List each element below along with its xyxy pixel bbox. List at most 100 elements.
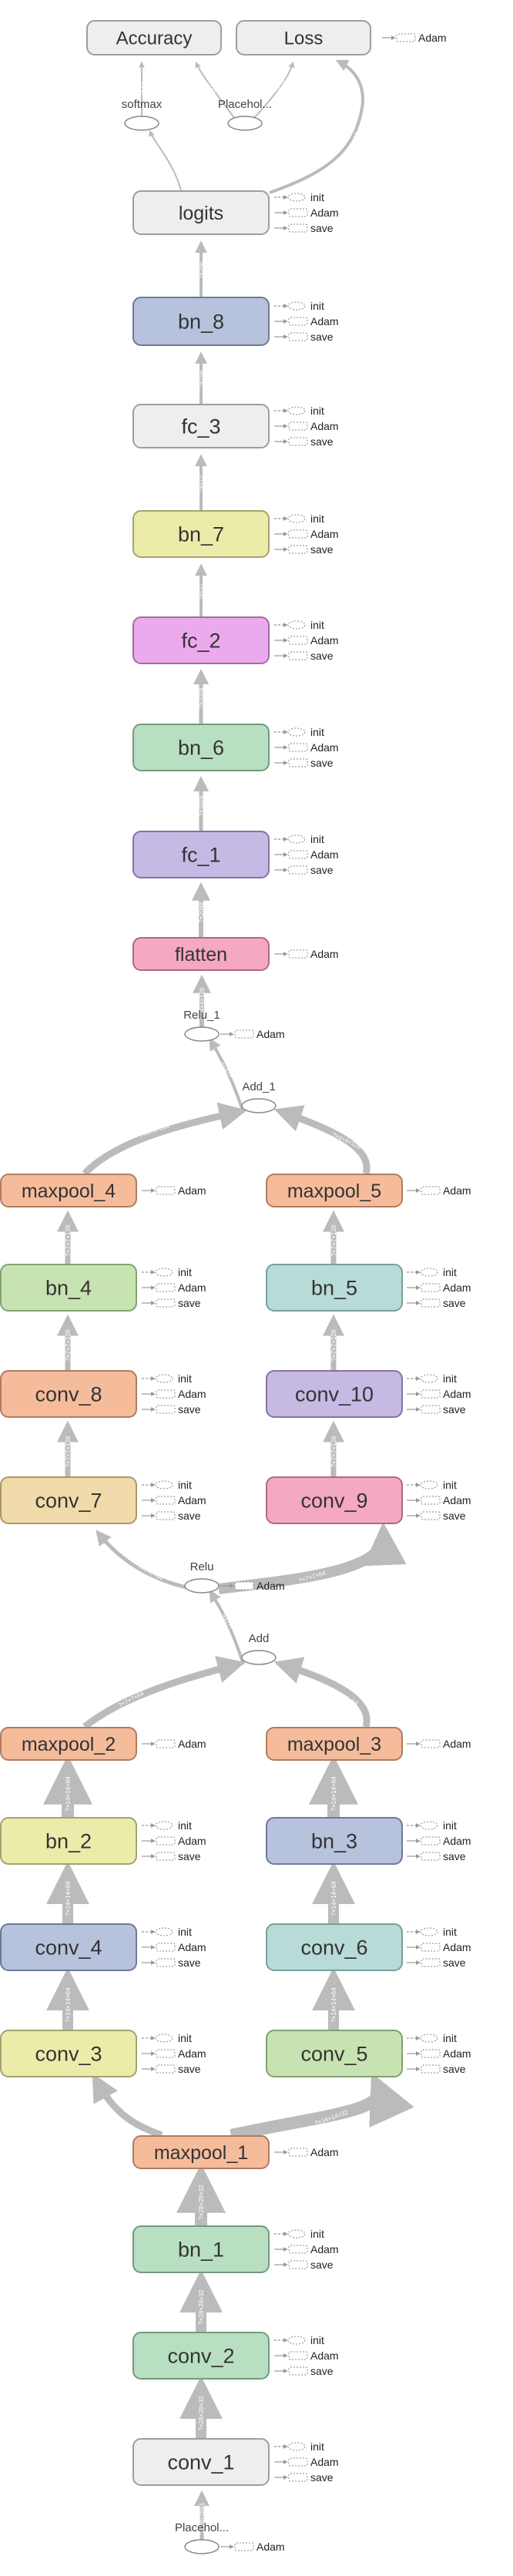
node-conv-6[interactable]: conv_6 bbox=[266, 1923, 403, 1971]
node-add[interactable]: Add bbox=[241, 1632, 277, 1665]
aux-label-init: init bbox=[310, 2440, 324, 2453]
node-bn-4[interactable]: bn_4 bbox=[0, 1264, 137, 1312]
node-box bbox=[266, 1727, 403, 1761]
placeholder-adam[interactable]: Adam bbox=[220, 2541, 285, 2553]
node-add-1[interactable]: Add_1 bbox=[241, 1080, 277, 1113]
node-maxpool-5[interactable]: maxpool_5 bbox=[266, 1174, 403, 1207]
node-label: logits bbox=[179, 203, 223, 224]
node-bn-7[interactable]: bn_7 bbox=[132, 510, 270, 558]
aux-node-icon bbox=[420, 1268, 438, 1277]
node-box bbox=[132, 297, 270, 346]
loss-adam[interactable]: Adam bbox=[382, 32, 447, 44]
node-maxpool-2[interactable]: maxpool_2 bbox=[0, 1727, 137, 1761]
maxpool_1-adam[interactable]: Adam bbox=[274, 2146, 339, 2158]
node-conv-2[interactable]: conv_2 bbox=[132, 2332, 270, 2380]
maxpool_4-adam[interactable]: Adam bbox=[142, 1184, 206, 1197]
node-conv-9[interactable]: conv_9 bbox=[266, 1476, 403, 1524]
node-label: conv_6 bbox=[300, 1936, 367, 1960]
node-accuracy[interactable]: Accuracy bbox=[86, 20, 222, 55]
maxpool_3-adam[interactable]: Adam bbox=[407, 1738, 471, 1750]
maxpool_5-adam[interactable]: Adam bbox=[407, 1184, 471, 1197]
edge-c6: ?×14×14×64 bbox=[312, 1861, 355, 1923]
node-conv-1[interactable]: conv_1 bbox=[132, 2438, 270, 2486]
aux-label-save: save bbox=[178, 1510, 201, 1522]
node-relu[interactable]: Relu bbox=[184, 1560, 220, 1594]
node-bn-5[interactable]: bn_5 bbox=[266, 1264, 403, 1312]
node-bn-2[interactable]: bn_2 bbox=[0, 1817, 137, 1865]
aux-node-icon bbox=[287, 514, 306, 523]
node-logits[interactable]: logits bbox=[132, 190, 270, 235]
aux-node-icon bbox=[420, 1927, 438, 1936]
aux-label-init: init bbox=[310, 191, 324, 203]
aux-node-icon bbox=[288, 2473, 308, 2482]
aux-label-save: save bbox=[310, 331, 334, 343]
relu_1-adam[interactable]: Adam bbox=[220, 1028, 285, 1040]
node-conv-5[interactable]: conv_5 bbox=[266, 2030, 403, 2077]
edge-line bbox=[230, 2072, 414, 2141]
aux-label-save: save bbox=[178, 1956, 201, 1969]
node-conv-10[interactable]: conv_10 bbox=[266, 1370, 403, 1418]
node-maxpool-3[interactable]: maxpool_3 bbox=[266, 1727, 403, 1761]
aux-label-save: save bbox=[310, 222, 334, 234]
node-bn-3[interactable]: bn_3 bbox=[266, 1817, 403, 1865]
node-conv-4[interactable]: conv_4 bbox=[0, 1923, 137, 1971]
aux-node-icon bbox=[288, 743, 308, 752]
edge-shape-label: ?×28×28×1 bbox=[199, 2502, 206, 2534]
node-conv-3[interactable]: conv_3 bbox=[0, 2030, 137, 2077]
node-fc-3[interactable]: fc_3 bbox=[132, 404, 270, 448]
node-bn-1[interactable]: bn_1 bbox=[132, 2225, 270, 2273]
node-placeholder-top[interactable]: Placehol... bbox=[218, 98, 272, 131]
node-maxpool-4[interactable]: maxpool_4 bbox=[0, 1174, 137, 1207]
edge-c9: ?×7×7×128 bbox=[323, 1420, 344, 1476]
node-fc-1[interactable]: fc_1 bbox=[132, 831, 270, 878]
node-box bbox=[132, 2332, 270, 2380]
aux-node-icon bbox=[288, 758, 308, 767]
node-bn-8[interactable]: bn_8 bbox=[132, 297, 270, 346]
edge-line bbox=[209, 1589, 245, 1665]
node-box bbox=[0, 1264, 137, 1312]
aux-node-icon bbox=[155, 1480, 173, 1490]
node-loss[interactable]: Loss bbox=[236, 20, 371, 55]
edge-shape-label: ?×10 bbox=[349, 131, 360, 147]
flatten-adam[interactable]: Adam bbox=[274, 948, 339, 960]
node-conv-7[interactable]: conv_7 bbox=[0, 1476, 137, 1524]
node-placeholder-bottom[interactable]: Placehol... bbox=[175, 2521, 229, 2554]
node-maxpool-1[interactable]: maxpool_1 bbox=[132, 2135, 270, 2169]
aux-node-icon bbox=[287, 406, 306, 415]
aux-label-save: save bbox=[310, 757, 334, 769]
node-bn-6[interactable]: bn_6 bbox=[132, 724, 270, 771]
node-fc-2[interactable]: fc_2 bbox=[132, 616, 270, 664]
node-relu-1[interactable]: Relu_1 bbox=[183, 1009, 220, 1042]
node-flatten[interactable]: flatten bbox=[132, 937, 270, 971]
node-label: flatten bbox=[175, 944, 227, 966]
aux-node-icon bbox=[155, 1374, 173, 1383]
relu-adam[interactable]: Adam bbox=[220, 1580, 285, 1592]
aux-label-save: save bbox=[310, 864, 334, 876]
node-conv-8[interactable]: conv_8 bbox=[0, 1370, 137, 1418]
maxpool_2-adam[interactable]: Adam bbox=[142, 1738, 206, 1750]
node-softmax[interactable]: softmax bbox=[122, 98, 163, 131]
node-box bbox=[132, 2225, 270, 2273]
